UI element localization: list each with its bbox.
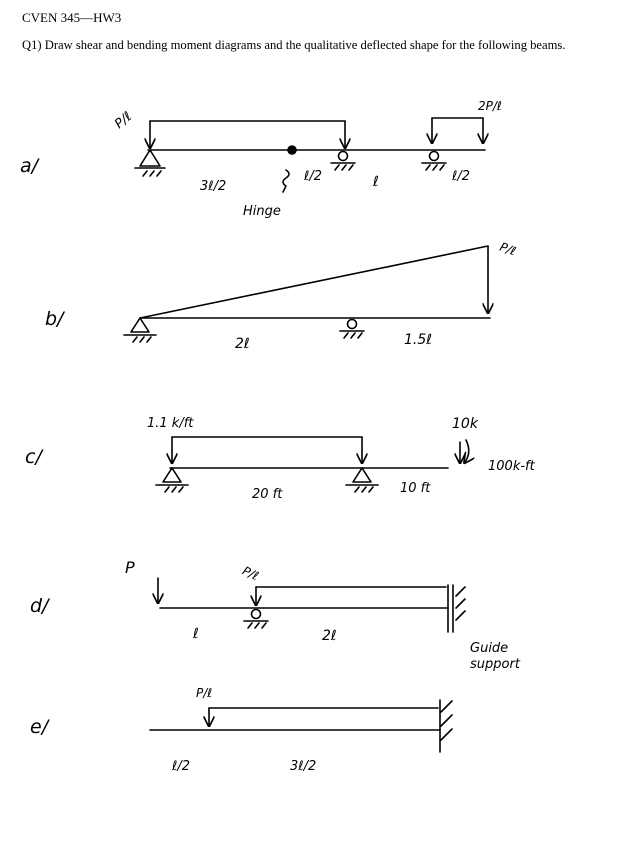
- problem-a-load-right-label: 2P/ℓ: [478, 99, 502, 113]
- problem-b-tag: b/: [45, 308, 66, 330]
- problem-d-dist-load-label: P/ℓ: [240, 564, 261, 584]
- problem-b-span1: 2ℓ: [235, 336, 250, 352]
- problem-b-load-label: P/ℓ: [498, 240, 518, 259]
- problem-b-pin-support: [123, 317, 157, 343]
- problem-d-distributed-load: [256, 586, 447, 604]
- problem-a-load-left-label: P/ℓ: [112, 109, 135, 132]
- problem-e-distributed-load: [209, 707, 439, 725]
- problem-d-span2: 2ℓ: [322, 628, 337, 644]
- problem-a-span2: ℓ/2: [303, 169, 322, 184]
- problem-d: d/ P P/ℓ ℓ 2ℓ Guide support: [30, 558, 521, 672]
- problem-b-triangular-load: [139, 245, 488, 319]
- problem-d-roller: [243, 608, 269, 629]
- problem-b-roller: [339, 318, 365, 339]
- problem-a-tag: a/: [20, 155, 41, 177]
- problem-c-tag: c/: [25, 446, 44, 468]
- problem-c-point-load-label: 10k: [452, 416, 479, 432]
- problem-e-span1: ℓ/2: [171, 759, 190, 774]
- document-title: CVEN 345—HW3: [22, 10, 122, 25]
- problem-d-point-load-label: P: [125, 558, 135, 577]
- problem-d-support-label-2: support: [470, 657, 521, 672]
- problem-e-fixed-support: [439, 699, 453, 753]
- problem-a-span4: ℓ/2: [451, 169, 470, 184]
- problem-c-pin-support-right: [345, 467, 379, 493]
- problem-d-tag: d/: [30, 595, 51, 617]
- problem-a-distributed-load: [150, 120, 345, 147]
- problem-c: c/ 1.1 k/ft 10k 100k-ft 20 ft 10 ft: [25, 416, 536, 502]
- problem-e: e/ P/ℓ ℓ/2 3ℓ/2: [30, 686, 453, 774]
- problem-a-span1: 3ℓ/2: [200, 179, 226, 194]
- problem-c-pin-support-left: [155, 467, 189, 493]
- problem-d-support-label-1: Guide: [470, 641, 508, 656]
- problem-a-hinge-label: Hinge: [243, 204, 281, 219]
- problem-e-tag: e/: [30, 716, 51, 738]
- problem-a-hinge: [287, 145, 297, 155]
- problem-d-guide-support: [447, 584, 466, 633]
- problem-e-span2: 3ℓ/2: [290, 759, 316, 774]
- problem-a-roller-2: [421, 150, 447, 171]
- problem-a-span3: ℓ: [372, 174, 379, 190]
- problem-a: a/ P/ℓ 2P/ℓ: [20, 99, 502, 219]
- problem-e-load-label: P/ℓ: [196, 686, 212, 700]
- problem-a-right-distributed-load: [432, 117, 483, 142]
- problem-c-span1: 20 ft: [252, 487, 283, 502]
- problem-b-span2: 1.5ℓ: [404, 332, 432, 348]
- problem-c-moment-arrow: [465, 439, 469, 462]
- problem-c-dist-load-label: 1.1 k/ft: [147, 416, 194, 431]
- problem-c-span2: 10 ft: [400, 481, 431, 496]
- problem-a-pin-support: [134, 149, 166, 177]
- problem-a-hinge-pointer: [282, 169, 290, 193]
- problem-c-moment-label: 100k-ft: [488, 459, 536, 474]
- problem-a-roller-1: [330, 150, 356, 171]
- problem-c-distributed-load: [172, 436, 362, 462]
- problem-d-span1: ℓ: [192, 626, 199, 642]
- problem-b: b/ P/ℓ 2ℓ 1.5ℓ: [45, 240, 518, 352]
- question-text: Q1) Draw shear and bending moment diagra…: [22, 38, 566, 52]
